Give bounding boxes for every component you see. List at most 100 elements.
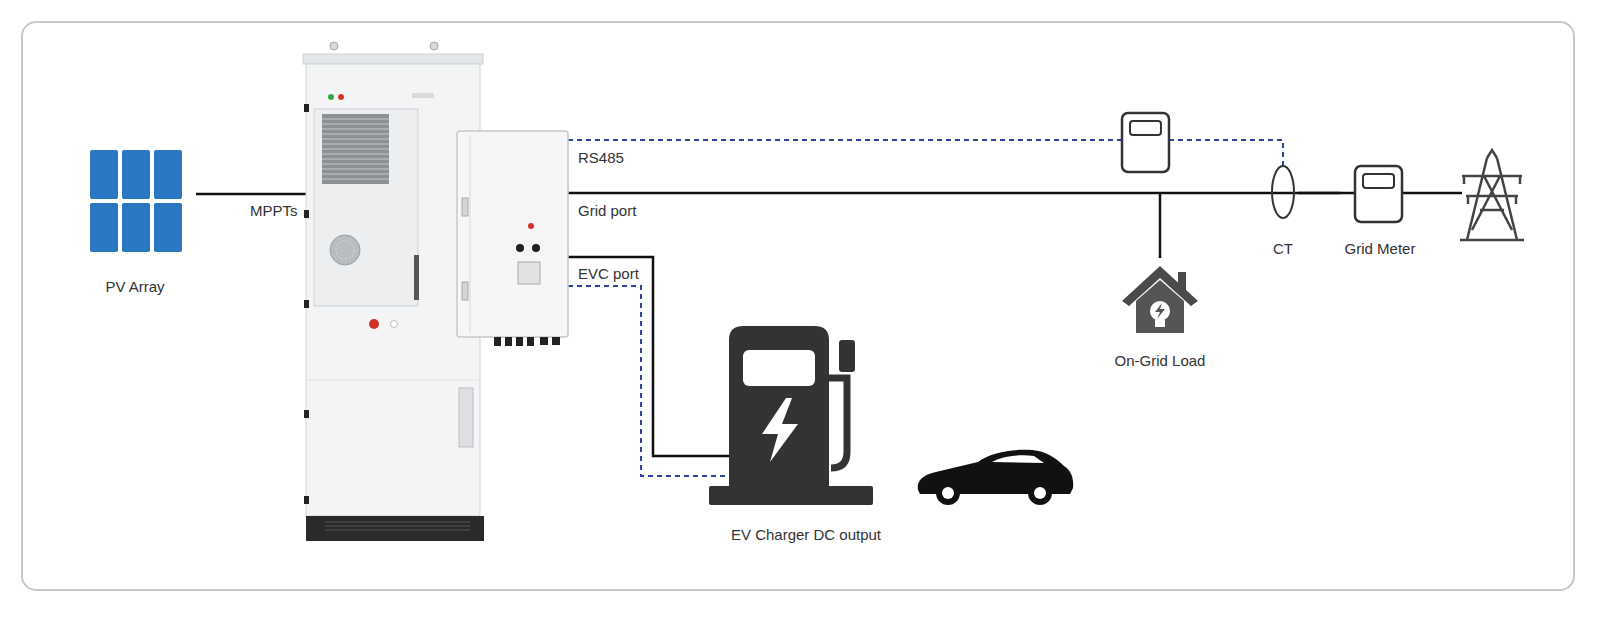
hinges [304,210,309,218]
lifting-eye [430,42,438,50]
cabinet-roof [303,54,483,64]
pv-cell [154,150,182,199]
evc-power-wire [568,257,729,456]
pylon-base [1460,239,1524,242]
brand-plate [412,93,434,98]
outer-frame [22,22,1574,590]
port-label: MPPTs [250,203,298,219]
cabinet-base [306,516,484,541]
pv-panel-icon [90,150,182,252]
insulators [1464,176,1520,204]
charger-hose [829,378,847,468]
grille-slats [322,168,389,169]
grille-slats [322,128,389,129]
icon-node: On-Grid Load [1111,264,1210,371]
pylon-bracing [1472,176,1512,230]
icon-node: PV Array [87,148,183,297]
node-label: CT [1273,240,1293,257]
charger-screen [743,350,815,386]
node-label: PV Array [105,278,164,295]
power-line [1298,192,1341,195]
car-icon [918,450,1073,505]
emergency-stop [369,319,379,329]
fan-vent [330,235,360,265]
pv-cell [122,203,150,252]
inverter-connectors [540,337,548,345]
grille-slats [322,138,389,139]
load-wire [1159,193,1162,258]
base-vents [325,526,470,527]
house-icon [1122,266,1198,333]
inverter-connectors [494,337,501,346]
pylon-icon [1460,150,1524,240]
pv-cell [122,150,150,199]
grille-slats [322,178,389,179]
bulb-base [1155,320,1165,327]
inverter-connectors [505,337,512,346]
lifting-eye [330,42,338,50]
grille-slats [322,133,389,134]
cabinet-body [306,64,480,516]
bulb [1150,301,1170,321]
node-label: Grid Meter [1345,240,1416,257]
hinges [304,104,309,504]
inverter-port [516,244,524,252]
meter-body [1355,166,1402,222]
inverter-connectors [527,337,534,346]
rs485-meter [1122,113,1169,172]
grille-slats [322,118,389,119]
node-label: EV Charger DC output [731,526,881,543]
grid-meter-icon [1355,166,1402,222]
hinges [304,300,309,308]
port-label: RS485 [578,150,624,166]
status-light [328,94,334,100]
car-hub [942,487,954,499]
inverter-handle [462,198,468,216]
pylon-legs [1467,158,1517,240]
ac-latch [414,255,419,300]
status-light [338,94,344,100]
grille-slats [322,148,389,149]
bulb-bolt [1155,303,1165,319]
car-window [992,455,1044,463]
grille-slats [322,123,389,124]
grille-slats [322,163,389,164]
base-vents [325,522,470,523]
ac-unit [314,109,418,306]
base-vents [325,530,470,531]
fan-vent-ring [336,241,354,259]
door-handle [459,388,473,447]
port-label: EVC port [578,266,639,282]
inverter-connectors [494,337,560,346]
vent-grille [322,114,389,184]
ev-charger-icon [709,326,873,505]
car-hub [1034,487,1046,499]
charger-nozzle [839,340,855,372]
inverter-connectors [516,337,523,346]
door-seam [306,380,480,381]
pylon-peak [1487,150,1497,158]
pv-wire [196,193,306,196]
hinges [304,410,309,418]
grille-slats [322,173,389,174]
inverter [457,131,568,346]
inverter-connectors [552,337,560,345]
pv-cell [90,150,118,199]
grille-slats [322,119,389,179]
charger-body [729,326,829,486]
base-vents [325,522,470,530]
icon-node: EV Charger DC output [721,322,891,545]
meter-body [1122,113,1169,172]
icon-node: CT [1268,164,1298,259]
inverter-switch [518,262,540,284]
grid-wire [568,192,1462,195]
node-label: On-Grid Load [1115,352,1206,369]
hinges [304,104,309,112]
rs485-wire [568,140,1283,166]
meter-screen [1130,121,1161,135]
key-switch [391,321,398,328]
icon-node: Grid Meter [1341,162,1420,259]
